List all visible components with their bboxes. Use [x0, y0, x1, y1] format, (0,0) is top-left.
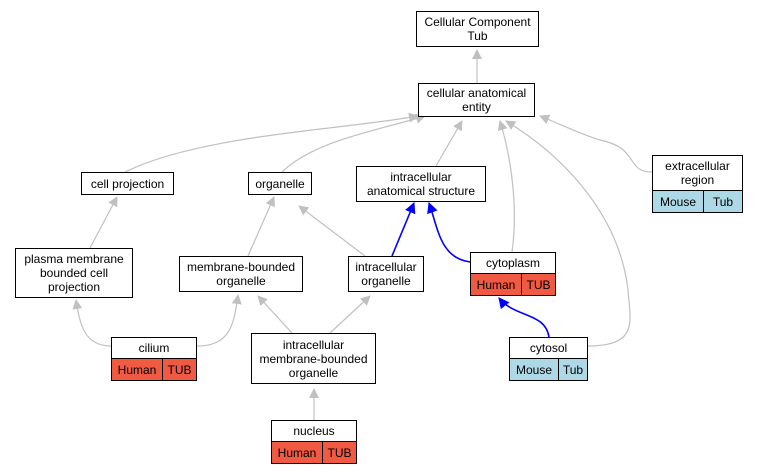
node-nucleus[interactable]: nucleus — [271, 420, 357, 442]
node-cell-projection[interactable]: cell projection — [81, 172, 174, 195]
edge-membraneorg-to-organelle — [247, 196, 275, 257]
gene-tag[interactable]: Tub — [703, 191, 742, 212]
species-tag-human[interactable]: Human — [471, 274, 521, 295]
node-intracellular-membrane-bounded-organelle[interactable]: intracellular membrane-bounded organelle — [251, 333, 376, 384]
gene-tag[interactable]: TUB — [521, 274, 555, 295]
node-extracellular-region[interactable]: extracellular region — [652, 155, 743, 191]
edge-cilium-to-plasma — [72, 299, 112, 347]
node-intracellular-anatomical-structure[interactable]: intracellular anatomical structure — [356, 166, 486, 202]
edge-cytosol-to-entity — [505, 120, 631, 347]
tag-row-nucleus: Human TUB — [271, 442, 357, 464]
species-tag-human[interactable]: Human — [272, 442, 322, 463]
gene-tag[interactable]: TUB — [322, 442, 356, 463]
edge-cytosol-to-cytoplasm — [498, 297, 550, 338]
gene-tag[interactable]: Tub — [558, 359, 587, 380]
node-cilium[interactable]: cilium — [111, 337, 197, 359]
node-cellular-anatomical-entity[interactable]: cellular anatomical entity — [418, 83, 535, 117]
tag-row-cytoplasm: Human TUB — [470, 274, 556, 296]
edge-cilium-to-membraneorg — [196, 294, 242, 347]
species-tag-mouse[interactable]: Mouse — [510, 359, 558, 380]
tag-row-cilium: Human TUB — [111, 359, 197, 381]
edge-intraorg-to-organelle — [298, 205, 366, 257]
node-organelle[interactable]: organelle — [248, 172, 312, 195]
node-cellular-component[interactable]: Cellular Component Tub — [416, 11, 539, 47]
gene-tag[interactable]: TUB — [162, 359, 196, 380]
node-membrane-bounded-organelle[interactable]: membrane-bounded organelle — [179, 256, 303, 292]
node-cytosol[interactable]: cytosol — [509, 337, 588, 359]
species-tag-human[interactable]: Human — [112, 359, 162, 380]
edge-plasma-to-cellprojection — [89, 196, 118, 249]
tag-row-extracellular-region: Mouse Tub — [652, 191, 743, 213]
edge-cytoplasm-to-intracellular — [427, 201, 471, 263]
node-plasma-membrane-bounded-cell-projection[interactable]: plasma membrane bounded cell projection — [15, 248, 133, 298]
edge-organelle-to-entity — [281, 113, 426, 173]
species-tag-mouse[interactable]: Mouse — [653, 191, 703, 212]
tag-row-cytosol: Mouse Tub — [509, 359, 588, 381]
edge-intracellular-to-entity — [435, 120, 463, 167]
edge-extracellular-to-entity — [539, 114, 653, 173]
edge-cellprojection-to-entity — [124, 112, 419, 173]
edge-imo-to-membraneorg — [257, 295, 293, 334]
edge-imo-to-intraorg — [329, 295, 371, 334]
node-cytoplasm[interactable]: cytoplasm — [470, 252, 556, 274]
edge-intraorg-to-intracellular — [391, 201, 416, 257]
node-intracellular-organelle[interactable]: intracellular organelle — [348, 256, 424, 292]
edge-cytoplasm-to-entity — [497, 120, 515, 253]
